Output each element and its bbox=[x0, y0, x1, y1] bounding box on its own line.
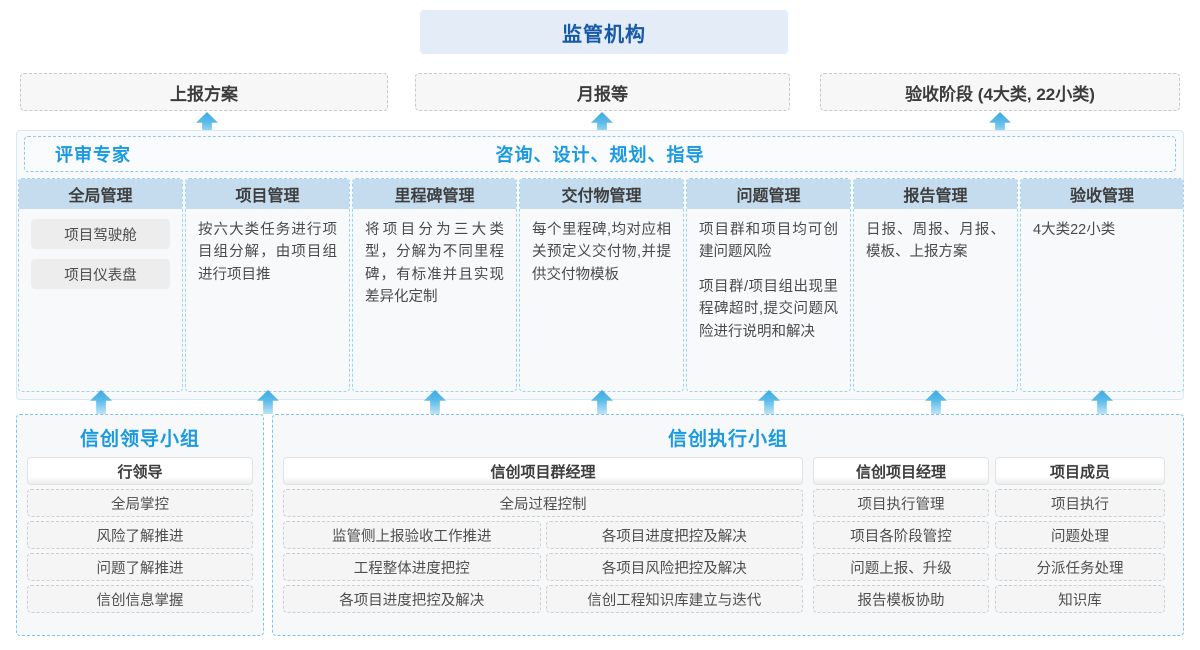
column-title: 项目管理 bbox=[186, 179, 349, 209]
role-project-member: 项目成员 bbox=[995, 457, 1165, 485]
arrow-up-to-column-6 bbox=[925, 390, 947, 414]
report-box-monthly: 月报等 bbox=[415, 73, 790, 111]
arrow-up-to-column-7 bbox=[1091, 390, 1113, 414]
role-project-manager: 信创项目经理 bbox=[813, 457, 989, 485]
duty-item: 信创信息掌握 bbox=[27, 585, 253, 613]
duty-item: 各项目风险把控及解决 bbox=[545, 553, 803, 581]
duty-item-wide: 全局过程控制 bbox=[283, 489, 803, 517]
column-project-management: 项目管理 按六大类任务进行项目组分解，由项目组进行项目推 bbox=[185, 178, 350, 392]
duty-item: 分派任务处理 bbox=[995, 553, 1165, 581]
duty-item: 工程整体进度把控 bbox=[283, 553, 541, 581]
column-title: 验收管理 bbox=[1021, 179, 1183, 209]
duty-item: 各项目进度把控及解决 bbox=[283, 585, 541, 613]
column-report-management: 报告管理 日报、周报、月报、模板、上报方案 bbox=[853, 178, 1018, 392]
pill-item: 项目仪表盘 bbox=[31, 259, 170, 289]
duty-item: 知识库 bbox=[995, 585, 1165, 613]
duty-item: 信创工程知识库建立与迭代 bbox=[545, 585, 803, 613]
duty-item: 问题处理 bbox=[995, 521, 1165, 549]
consulting-services-label: 咨询、设计、规划、指导 bbox=[495, 145, 705, 165]
exec-group-title: 信创执行小组 bbox=[667, 429, 788, 450]
report-box-plan: 上报方案 bbox=[20, 73, 388, 111]
program-manager-block: 信创项目群经理 全局过程控制 监管侧上报验收工作推进 工程整体进度把控 各项目进… bbox=[283, 457, 803, 613]
duty-item: 项目执行 bbox=[995, 489, 1165, 517]
column-title: 交付物管理 bbox=[520, 179, 683, 209]
duty-item: 监管侧上报验收工作推进 bbox=[283, 521, 541, 549]
column-issue-management: 问题管理 项目群和项目均可创建问题风险 项目群/项目组出现里程碑超时,提交问题风… bbox=[686, 178, 851, 392]
arrow-up-to-column-3 bbox=[424, 390, 446, 414]
report-box-plan-label: 上报方案 bbox=[170, 84, 238, 104]
column-paragraph: 将项目分为三大类型，分解为不同里程碑，有标准并且实现差异化定制 bbox=[365, 222, 504, 306]
arrow-up-to-column-2 bbox=[257, 390, 279, 414]
duty-item: 问题了解推进 bbox=[27, 553, 253, 581]
column-paragraph: 每个里程碑,均对应相关预定义交付物,并提供交付物模板 bbox=[532, 222, 671, 283]
column-paragraph: 4大类22小类 bbox=[1033, 222, 1116, 238]
exec-group: 信创执行小组 信创项目群经理 全局过程控制 监管侧上报验收工作推进 工程整体进度… bbox=[272, 414, 1184, 636]
column-global-management: 全局管理 项目驾驶舱 项目仪表盘 bbox=[18, 178, 183, 392]
pill-item: 项目驾驶舱 bbox=[31, 219, 170, 249]
project-manager-block: 信创项目经理 项目执行管理 项目各阶段管控 问题上报、升级 报告模板协助 bbox=[813, 457, 989, 613]
regulator-box: 监管机构 bbox=[420, 10, 788, 54]
column-body: 项目驾驶舱 项目仪表盘 bbox=[19, 209, 182, 307]
column-acceptance-management: 验收管理 4大类22小类 bbox=[1020, 178, 1184, 392]
column-title: 问题管理 bbox=[687, 179, 850, 209]
arrow-up-to-column-1 bbox=[90, 390, 112, 414]
arrow-up-to-column-4 bbox=[591, 390, 613, 414]
role-program-manager: 信创项目群经理 bbox=[283, 457, 803, 485]
duty-item: 各项目进度把控及解决 bbox=[545, 521, 803, 549]
review-experts-label: 评审专家 bbox=[55, 145, 131, 165]
report-box-monthly-label: 月报等 bbox=[577, 84, 628, 104]
arrow-up-to-column-5 bbox=[758, 390, 780, 414]
column-title: 报告管理 bbox=[854, 179, 1017, 209]
column-body: 4大类22小类 bbox=[1021, 209, 1183, 249]
column-body: 每个里程碑,均对应相关预定义交付物,并提供交付物模板 bbox=[520, 209, 683, 294]
report-box-acceptance-label: 验收阶段 (4大类, 22小类) bbox=[905, 84, 1095, 104]
role-bank-leader: 行领导 bbox=[27, 457, 253, 485]
duty-item: 问题上报、升级 bbox=[813, 553, 989, 581]
regulator-label: 监管机构 bbox=[562, 23, 646, 46]
column-paragraph: 项目群和项目均可创建问题风险 bbox=[699, 222, 838, 261]
duty-item: 项目执行管理 bbox=[813, 489, 989, 517]
column-body: 按六大类任务进行项目组分解，由项目组进行项目推 bbox=[186, 209, 349, 294]
column-paragraph: 按六大类任务进行项目组分解，由项目组进行项目推 bbox=[198, 222, 337, 283]
column-paragraph: 项目群/项目组出现里程碑超时,提交问题风险进行说明和解决 bbox=[699, 278, 838, 340]
duty-item: 全局掌控 bbox=[27, 489, 253, 517]
report-box-acceptance: 验收阶段 (4大类, 22小类) bbox=[820, 73, 1180, 111]
column-body: 日报、周报、月报、模板、上报方案 bbox=[854, 209, 1017, 272]
column-milestone-management: 里程碑管理 将项目分为三大类型，分解为不同里程碑，有标准并且实现差异化定制 bbox=[352, 178, 517, 392]
leader-group-body: 行领导 全局掌控 风险了解推进 问题了解推进 信创信息掌握 bbox=[17, 457, 263, 613]
column-body: 项目群和项目均可创建问题风险 项目群/项目组出现里程碑超时,提交问题风险进行说明… bbox=[687, 209, 850, 351]
column-paragraph: 日报、周报、月报、模板、上报方案 bbox=[866, 222, 1005, 261]
column-title: 全局管理 bbox=[19, 179, 182, 209]
duty-item: 项目各阶段管控 bbox=[813, 521, 989, 549]
consulting-band-header: 评审专家 咨询、设计、规划、指导 bbox=[24, 136, 1176, 172]
column-deliverable-management: 交付物管理 每个里程碑,均对应相关预定义交付物,并提供交付物模板 bbox=[519, 178, 684, 392]
column-title: 里程碑管理 bbox=[353, 179, 516, 209]
project-member-block: 项目成员 项目执行 问题处理 分派任务处理 知识库 bbox=[995, 457, 1165, 613]
column-body: 将项目分为三大类型，分解为不同里程碑，有标准并且实现差异化定制 bbox=[353, 209, 516, 317]
leader-group: 信创领导小组 行领导 全局掌控 风险了解推进 问题了解推进 信创信息掌握 bbox=[16, 414, 264, 636]
duty-item: 风险了解推进 bbox=[27, 521, 253, 549]
leader-group-title: 信创领导小组 bbox=[79, 429, 200, 450]
duty-item: 报告模板协助 bbox=[813, 585, 989, 613]
